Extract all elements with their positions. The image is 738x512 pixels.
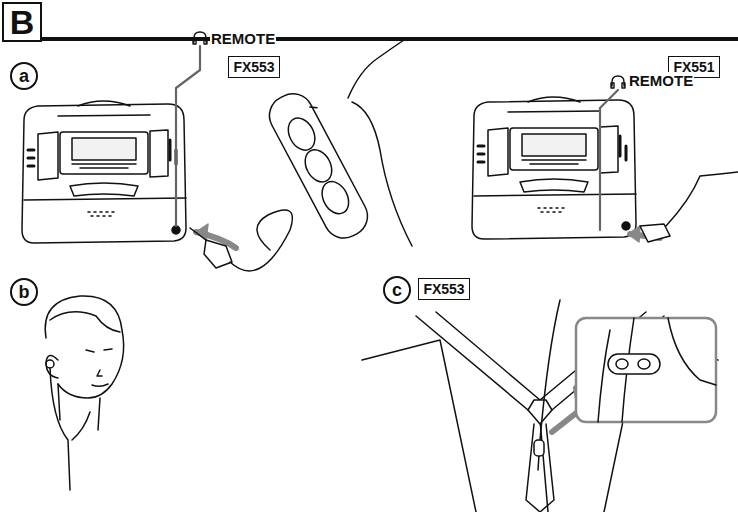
step-letter: b — [10, 278, 38, 306]
label-text: c — [392, 281, 402, 299]
model-tag: FX553 — [418, 278, 470, 300]
label-text: FX553 — [423, 282, 464, 296]
label-text: FX553 — [233, 60, 274, 74]
jack-label: REMOTE — [210, 30, 276, 47]
label-text: B — [10, 5, 35, 39]
jack-label: REMOTE — [628, 72, 694, 89]
step-letter: c — [383, 276, 411, 304]
model-tag: FX553 — [228, 56, 280, 78]
label-text: b — [19, 283, 30, 301]
section-letter: B — [2, 2, 42, 42]
label-text: a — [19, 67, 29, 85]
step-letter: a — [10, 62, 38, 90]
